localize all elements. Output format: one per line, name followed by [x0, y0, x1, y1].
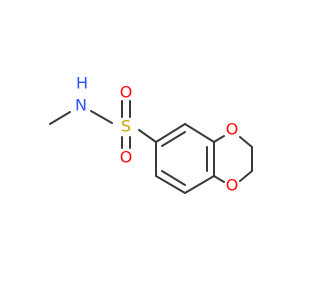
bond-oxygen-top-methylene	[239, 136, 253, 148]
bond-nitrogen-sulfur	[90, 110, 113, 124]
oxygen-ring-bottom-label: O	[226, 176, 239, 195]
aromatic-inner-bond-3	[161, 170, 186, 186]
nitrogen-atom-label: N	[75, 96, 87, 115]
aromatic-inner-bond-1	[161, 131, 186, 147]
hydrogen-atom-label: H	[76, 74, 88, 93]
bond-methyl-nitrogen	[49, 111, 71, 125]
sulfur-atom-label: S	[121, 117, 131, 136]
bond-ring-oxygen-bottom	[213, 175, 225, 183]
oxygen-ring-top-label: O	[226, 120, 239, 139]
oxygen-sulfonyl-bottom-label: O	[120, 148, 133, 167]
oxygen-sulfonyl-top-label: O	[120, 83, 133, 102]
bond-ring-oxygen-top	[213, 135, 225, 143]
bond-group	[49, 100, 253, 194]
bond-oxygen-bottom-methylene	[239, 170, 253, 182]
bond-sulfur-ring	[138, 129, 157, 143]
aromatic-bond-2	[184, 123, 215, 143]
aromatic-bond-1	[155, 123, 186, 143]
aromatic-bond-4	[184, 175, 215, 194]
aromatic-bond-5	[155, 175, 186, 194]
molecule-structure: H N S O O O O	[49, 74, 253, 195]
